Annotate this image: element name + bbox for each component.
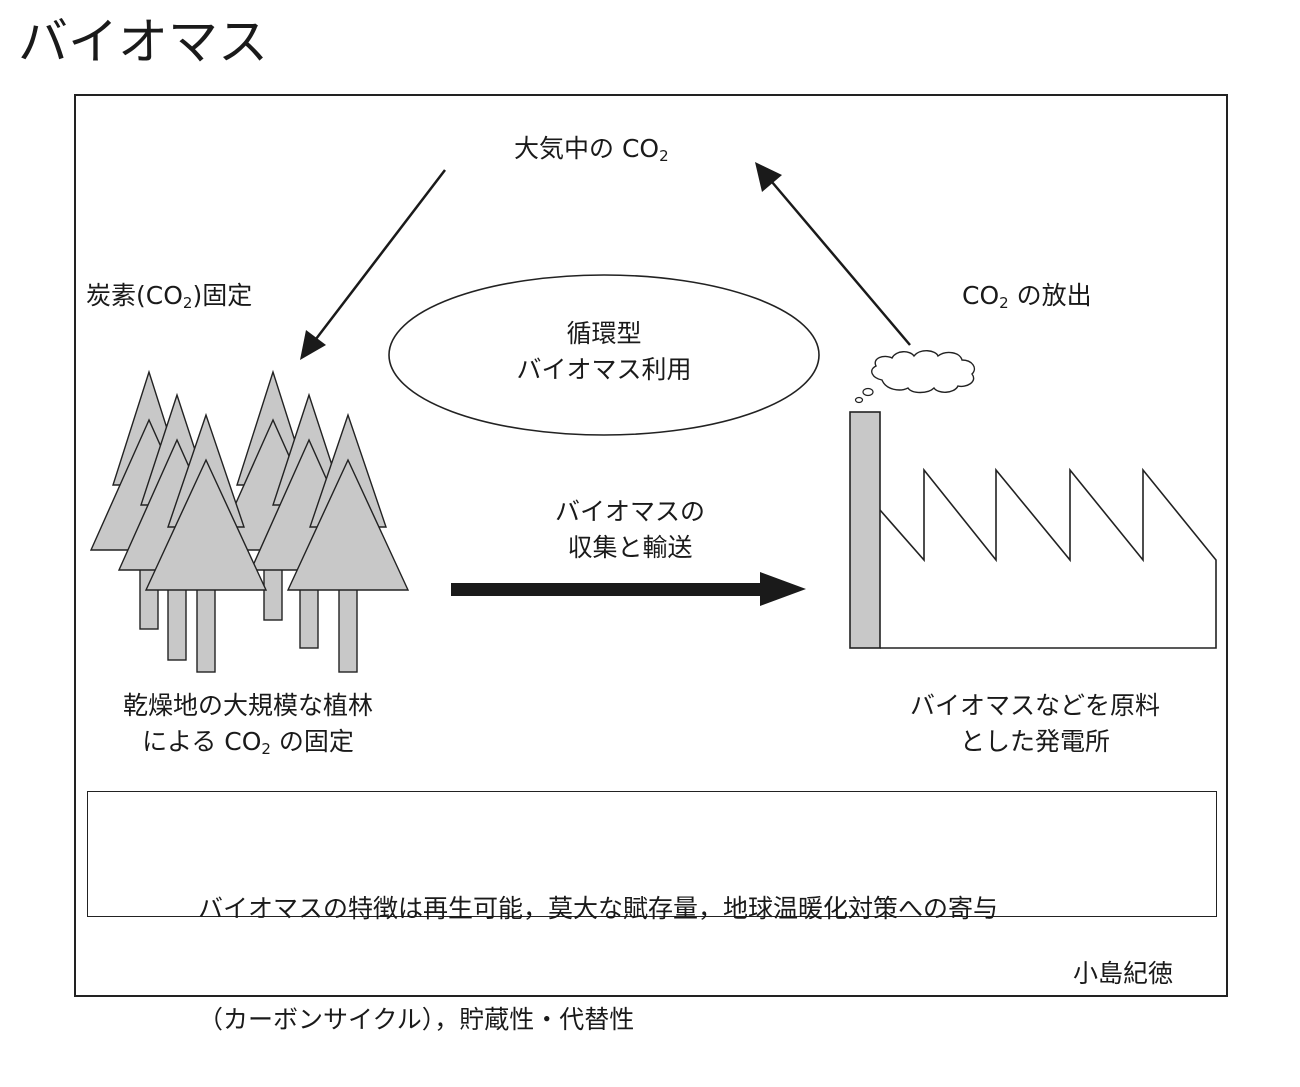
plant-caption-line2: とした発電所 xyxy=(959,727,1110,756)
transport-label-line1: バイオマスの xyxy=(554,497,705,526)
forest-caption: 乾燥地の大規模な植林 による CO2 の固定 xyxy=(88,688,408,760)
summary-text: バイオマスの特徴は再生可能，莫大な賦存量，地球温暖化対策への寄与 （カーボンサイ… xyxy=(198,816,998,1075)
transport-arrow xyxy=(451,572,806,606)
arrow-to-forest xyxy=(300,169,446,360)
transport-label: バイオマスの 収集と輸送 xyxy=(480,494,780,566)
plant-caption: バイオマスなどを原料 とした発電所 xyxy=(880,688,1190,760)
summary-line2: （カーボンサイクル），貯蔵性・代替性 xyxy=(198,1005,635,1034)
chimney xyxy=(849,411,881,649)
tree-icon xyxy=(286,412,410,673)
cycle-label-line2: バイオマス利用 xyxy=(516,355,692,384)
carbon-fixation-label: 炭素(CO2)固定 xyxy=(86,281,253,312)
tree-icon xyxy=(144,412,268,673)
atmosphere-co2-label: 大気中の CO2 xyxy=(514,134,669,165)
cycle-ellipse xyxy=(388,274,820,436)
page-title: バイオマス xyxy=(18,13,268,71)
forest-illustration xyxy=(89,369,410,673)
author-credit: 小島紀徳 xyxy=(1073,959,1174,988)
forest-caption-line1: 乾燥地の大規模な植林 xyxy=(122,691,373,720)
summary-box xyxy=(87,791,1217,917)
cycle-label-line1: 循環型 xyxy=(566,319,642,348)
diagram-frame xyxy=(74,94,1228,997)
smoke-cloud-icon xyxy=(854,350,976,404)
co2-release-label: CO2 の放出 xyxy=(962,281,1092,312)
transport-label-line2: 収集と輸送 xyxy=(567,533,693,562)
summary-line1: バイオマスの特徴は再生可能，莫大な賦存量，地球温暖化対策への寄与 xyxy=(198,894,999,923)
forest-caption-line2: による CO2 の固定 xyxy=(142,727,354,758)
arrow-to-atmosphere xyxy=(755,162,911,346)
plant-caption-line1: バイオマスなどを原料 xyxy=(909,691,1160,720)
cycle-label: 循環型 バイオマス利用 xyxy=(454,316,754,388)
power-plant-illustration xyxy=(849,350,1217,649)
